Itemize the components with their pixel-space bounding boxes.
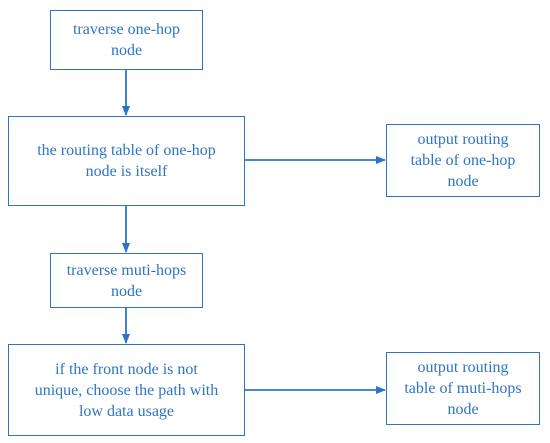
node-text-line: table of one-hop <box>410 152 516 169</box>
node-text-line: unique, choose the path with <box>34 381 219 399</box>
node-text-line: traverse one-hop <box>72 21 181 38</box>
node-text-line: traverse muti-hops <box>66 261 187 279</box>
node-text-line: output routing <box>417 359 509 376</box>
node-output-muti-hops: output routing table of muti-hops node <box>386 352 540 425</box>
node-traverse-muti-hops: traverse muti-hops node <box>50 253 203 308</box>
node-text-line: if the front node is not <box>55 360 198 378</box>
node-text-line: the routing table of one-hop <box>37 142 216 159</box>
node-text-line: node <box>110 42 143 59</box>
node-text-line: output routing <box>417 131 509 148</box>
node-routing-table-itself: the routing table of one-hop node is its… <box>8 116 245 206</box>
node-output-one-hop: output routing table of one-hop node <box>386 124 540 197</box>
node-front-node-unique: if the front node is not unique, choose … <box>8 344 245 436</box>
node-text-line: low data usage <box>78 402 175 420</box>
node-traverse-one-hop: traverse one-hop node <box>50 10 203 70</box>
node-text-line: node <box>447 401 479 418</box>
node-text-line: table of muti-hops <box>404 380 522 397</box>
node-text-line: node is itself <box>85 163 168 180</box>
node-text-line: node <box>110 282 143 300</box>
node-text-line: node <box>447 173 479 190</box>
